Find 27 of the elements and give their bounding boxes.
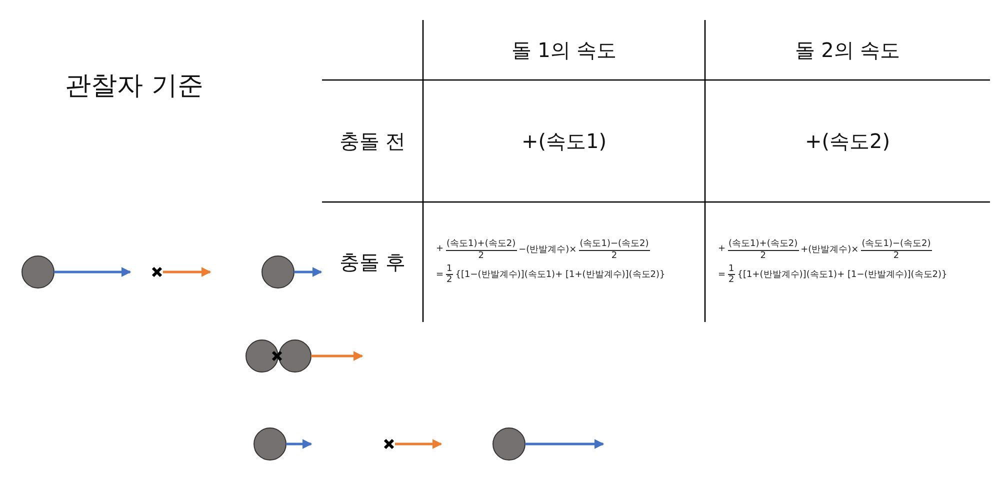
formula-sign: + — [718, 244, 726, 254]
table-cell: +(속도1) — [521, 128, 607, 154]
formula-numerator: (속도1)−(속도2) — [578, 237, 650, 251]
formula-sign: + — [436, 244, 444, 254]
formula-denominator: 2 — [446, 275, 452, 285]
formula-sign: = — [436, 270, 444, 280]
formula-term: {[1+(반발계수)](속도1)+ [1−(반발계수)](속도2)} — [737, 269, 948, 281]
formula-denominator: 2 — [893, 251, 900, 261]
formula-sign: = — [718, 270, 726, 280]
row-header: 충돌 후 — [339, 248, 406, 276]
formula-denominator: 2 — [760, 251, 766, 261]
formula-numerator: (속도1)+(속도2) — [446, 237, 517, 251]
formula-numerator: (속도1)−(속도2) — [860, 237, 932, 251]
formula-denominator: 2 — [728, 275, 734, 285]
formula-term: +(반발계수)× — [800, 244, 859, 256]
formula-denominator: 2 — [611, 251, 618, 261]
title: 관찰자 기준 — [65, 70, 204, 103]
formula-numerator: (속도1)+(속도2) — [728, 237, 799, 251]
formula-denominator: 2 — [478, 251, 484, 261]
formula-term: −(반발계수)× — [518, 244, 577, 256]
column-header: 돌 1의 속도 — [511, 36, 617, 64]
column-header: 돌 2의 속도 — [794, 36, 900, 64]
formula-term: {[1−(반발계수)](속도1)+ [1+(반발계수)](속도2)} — [455, 269, 666, 281]
row-header: 충돌 전 — [339, 128, 406, 154]
formula-numerator: 1 — [728, 264, 736, 275]
table-cell: +(속도2) — [804, 128, 890, 154]
formula-numerator: 1 — [446, 264, 454, 275]
